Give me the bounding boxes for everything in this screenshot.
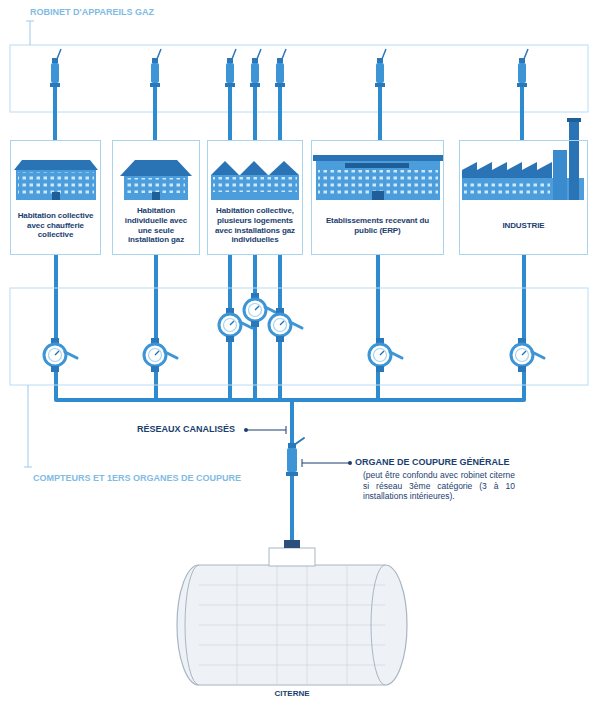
pipe-connector <box>56 255 292 540</box>
callout-label: RÉSEAUX CANALISÉS <box>137 424 235 434</box>
pipe-connector <box>230 255 292 540</box>
tank-label: CITERNE <box>167 690 417 699</box>
meter-band <box>10 288 588 385</box>
building-windows <box>18 172 94 194</box>
pipe <box>153 87 157 140</box>
appliance-pipes <box>55 87 522 140</box>
tank-line <box>237 565 238 685</box>
bracket-tick <box>24 467 32 468</box>
pipe <box>278 87 282 140</box>
callout-note: (peut être confondu avec robinet citerne… <box>363 470 515 502</box>
shutoff-valve <box>287 448 297 472</box>
gas-meter <box>269 308 302 342</box>
building-windows <box>464 180 550 194</box>
gas-meter <box>369 338 402 372</box>
building-label: Habitation collective, plusieurs logemen… <box>212 206 298 244</box>
shutoff-nut <box>286 472 298 476</box>
tank-line <box>199 625 385 626</box>
tank-dome <box>269 548 315 566</box>
appliance-valve-band <box>10 45 588 112</box>
pipe <box>520 87 524 140</box>
tank-line <box>307 565 308 685</box>
pipe <box>378 87 382 140</box>
callout-label: ORGANE DE COUPURE GÉNÉRALE <box>355 457 510 467</box>
tank-line <box>347 565 348 685</box>
roof <box>120 160 192 176</box>
bracket-tick <box>26 21 34 22</box>
building-label: INDUSTRIE <box>464 221 583 231</box>
gas-meter <box>44 338 77 372</box>
building-box: Habitation individuelle avec une seule i… <box>112 140 200 255</box>
bracket-line <box>30 21 31 45</box>
pipe <box>228 87 232 140</box>
gas-meter <box>511 338 544 372</box>
door <box>152 192 160 200</box>
shutoff-handle <box>294 438 304 445</box>
building-wall <box>16 170 96 200</box>
roof <box>269 161 299 175</box>
section-heading: ROBINET D'APPAREILS GAZ <box>30 7 154 17</box>
leader-line <box>302 463 350 464</box>
leader-dot <box>348 461 352 465</box>
roof <box>313 155 443 161</box>
bracket-line <box>28 385 29 467</box>
pipe-connector <box>156 255 292 540</box>
tank-node: CITERNE <box>167 540 417 702</box>
roof <box>211 161 239 175</box>
tank-line <box>199 585 385 586</box>
tower <box>553 150 567 200</box>
door <box>372 191 384 200</box>
building-box: Etablissements recevant du public (ERP) <box>311 140 444 255</box>
building-wall <box>124 176 188 200</box>
tank-line <box>199 605 385 606</box>
roof <box>240 161 268 175</box>
leader-line <box>246 430 286 431</box>
gas-valve <box>517 49 528 87</box>
gas-valve <box>250 49 261 87</box>
building-label: Habitation collective avec chaufferie co… <box>15 211 96 240</box>
building-box: INDUSTRIE <box>459 140 588 255</box>
building-windows <box>127 178 185 193</box>
pipe <box>253 87 257 140</box>
gas-valve <box>150 49 161 87</box>
section-heading: COMPTEURS ET 1ERS ORGANES DE COUPURE <box>33 473 241 483</box>
gas-valve <box>275 49 286 87</box>
leader-dot <box>244 428 248 432</box>
tank-outlet <box>284 540 300 548</box>
chimney <box>569 120 579 200</box>
building-wall <box>316 161 440 200</box>
building-label: Habitation individuelle avec une seule i… <box>117 206 195 244</box>
building-windows <box>213 177 297 192</box>
gas-valve <box>50 49 61 87</box>
tank-rim <box>371 565 385 685</box>
chimney-top <box>567 118 581 122</box>
sign-board <box>345 163 409 168</box>
gas-valve <box>225 49 236 87</box>
door <box>52 192 60 200</box>
tank-body <box>177 565 407 685</box>
building-box: Habitation collective avec chaufferie co… <box>10 140 101 255</box>
tank-line <box>199 645 385 646</box>
leader-tick <box>286 426 287 434</box>
tank-line <box>199 665 385 666</box>
gas-meter <box>144 338 177 372</box>
gas-valve <box>375 49 386 87</box>
sawtooth-roof <box>462 162 552 178</box>
tank-outline <box>167 540 417 702</box>
building-wall <box>211 175 299 200</box>
building-box: Habitation collective, plusieurs logemen… <box>207 140 303 255</box>
building-windows <box>318 170 438 194</box>
roof <box>14 160 98 170</box>
leader-tick <box>302 459 303 467</box>
building-label: Etablissements recevant du public (ERP) <box>316 216 439 235</box>
pipe <box>53 87 57 140</box>
tank-rim <box>185 565 199 685</box>
tank-grid <box>199 565 385 685</box>
pipe-connector <box>292 255 524 540</box>
tank-line <box>277 565 278 685</box>
